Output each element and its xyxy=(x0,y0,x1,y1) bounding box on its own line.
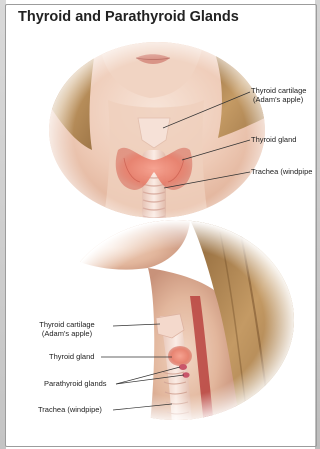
label-thyroid-cartilage-front-line2: (Adam's apple) xyxy=(251,96,306,105)
front-view-illustration xyxy=(40,30,280,240)
label-thyroid-cartilage-side-line2: (Adam's apple) xyxy=(20,330,114,339)
label-trachea-side: Trachea (windpipe) xyxy=(38,406,102,415)
label-thyroid-cartilage-front: Thyroid cartilage (Adam's apple) xyxy=(251,87,306,104)
label-thyroid-gland-front: Thyroid gland xyxy=(251,136,296,145)
label-trachea-front: Trachea (windpipe xyxy=(251,168,312,177)
label-thyroid-cartilage-side: Thyroid cartilage (Adam's apple) xyxy=(20,321,114,338)
label-thyroid-gland-side: Thyroid gland xyxy=(49,353,94,362)
label-parathyroid-glands-side: Parathyroid glands xyxy=(44,380,107,389)
